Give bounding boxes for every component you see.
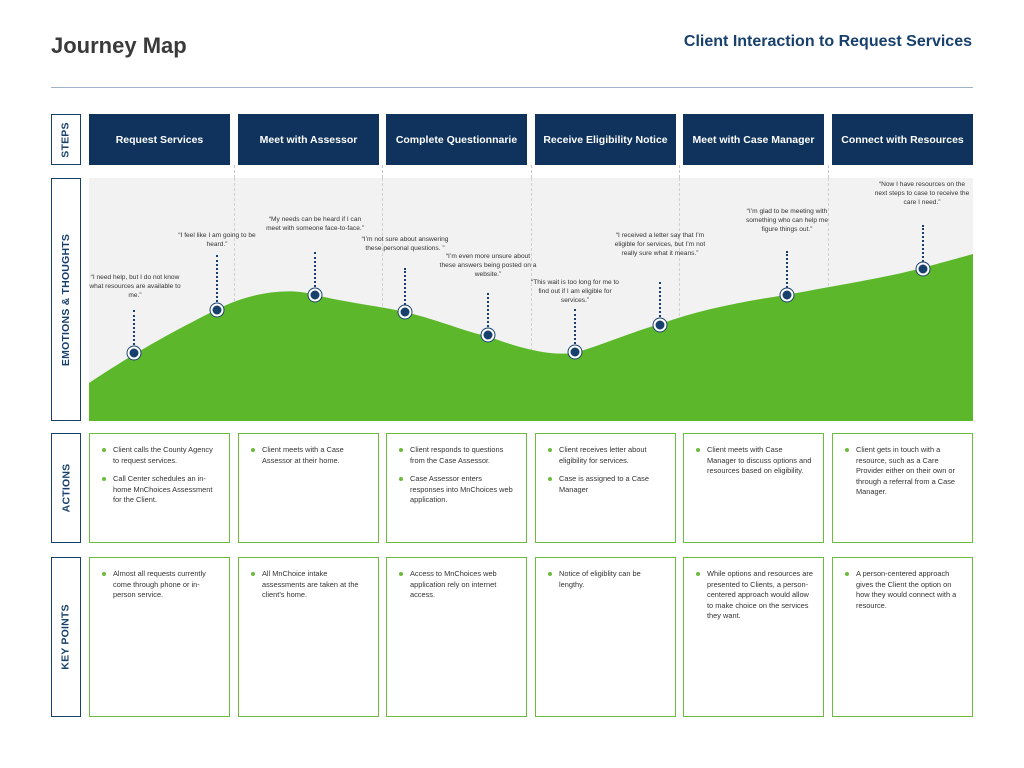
emotion-marker	[308, 288, 322, 302]
key-points-card-complete-questionnaire: Access to MnChoices web application rely…	[386, 557, 527, 717]
emotion-marker	[398, 305, 412, 319]
emotion-quote: “This wait is too long for me to find ou…	[531, 279, 619, 304]
key-points-card-receive-eligibility: Notice of eligiblity can be lengthy.	[535, 557, 676, 717]
emotion-quote: “I’m not sure about answering these pers…	[361, 236, 449, 252]
row-label-actions-text: ACTIONS	[60, 463, 72, 513]
actions-card-receive-eligibility: Client receives letter about eligibility…	[535, 433, 676, 543]
row-label-emotions-text: EMOTIONS & THOUGHTS	[60, 233, 73, 366]
column-divider	[382, 178, 383, 421]
emotion-marker	[127, 346, 141, 360]
actions-card-meet-assessor: Client meets with a Case Assessor at the…	[238, 433, 379, 543]
action-item: Client receives letter about eligibility…	[547, 445, 665, 466]
row-label-emotions: EMOTIONS & THOUGHTS	[51, 178, 81, 421]
key-point-item: All MnChoice intake assessments are take…	[250, 569, 368, 601]
emotion-quote: “I feel like I am going to be heard.”	[178, 232, 256, 248]
emotion-quote: “I’m glad to be meeting with something w…	[745, 208, 829, 233]
emotion-marker	[780, 288, 794, 302]
emotion-stem	[487, 293, 489, 335]
action-item: Client meets with Case Manager to discus…	[695, 445, 813, 477]
step-meet-assessor: Meet with Assessor	[238, 114, 379, 165]
row-label-actions: ACTIONS	[51, 433, 81, 543]
emotion-stem	[133, 310, 135, 353]
row-label-key-points: KEY POINTS	[51, 557, 81, 717]
column-divider	[828, 165, 829, 178]
page-title: Journey Map	[51, 33, 187, 58]
key-points-card-meet-assessor: All MnChoice intake assessments are take…	[238, 557, 379, 717]
emotion-quote: “I received a letter say that I’m eligib…	[614, 232, 706, 257]
actions-card-connect-resources: Client gets in touch with a resource, su…	[832, 433, 973, 543]
emotion-marker	[916, 262, 930, 276]
action-item: Client meets with a Case Assessor at the…	[250, 445, 368, 466]
emotion-quote: “I need help, but I do not know what res…	[89, 274, 181, 299]
key-point-item: A person-centered approach gives the Cli…	[844, 569, 962, 611]
column-divider	[234, 165, 235, 178]
emotion-stem	[216, 255, 218, 310]
step-complete-questionnaire: Complete Questionnarie	[386, 114, 527, 165]
step-connect-resources: Connect with Resources	[832, 114, 973, 165]
emotion-stem	[314, 252, 316, 295]
actions-card-complete-questionnaire: Client responds to questions from the Ca…	[386, 433, 527, 543]
action-item: Case Assessor enters responses into MnCh…	[398, 474, 516, 506]
step-meet-case-manager: Meet with Case Manager	[683, 114, 824, 165]
column-divider	[234, 178, 235, 421]
emotion-marker	[210, 303, 224, 317]
emotion-marker	[653, 318, 667, 332]
step-request-services: Request Services	[89, 114, 230, 165]
emotion-quote: “I’m even more unsure about these answer…	[439, 253, 537, 278]
key-point-item: While options and resources are presente…	[695, 569, 813, 622]
action-item: Client gets in touch with a resource, su…	[844, 445, 962, 498]
emotion-marker	[568, 345, 582, 359]
row-label-key-points-text: KEY POINTS	[60, 604, 72, 670]
emotion-stem	[574, 309, 576, 352]
action-item: Call Center schedules an in-home MnChoic…	[101, 474, 219, 506]
key-point-item: Access to MnChoices web application rely…	[398, 569, 516, 601]
action-item: Client calls the County Agency to reques…	[101, 445, 219, 466]
action-item: Case is assigned to a Case Manager	[547, 474, 665, 495]
action-item: Client responds to questions from the Ca…	[398, 445, 516, 466]
emotion-stem	[786, 251, 788, 295]
actions-card-meet-case-manager: Client meets with Case Manager to discus…	[683, 433, 824, 543]
emotion-marker	[481, 328, 495, 342]
column-divider	[531, 165, 532, 178]
step-receive-eligibility: Receive Eligibility Notice	[535, 114, 676, 165]
emotion-quote: “Now I have resources on the next steps …	[874, 181, 970, 206]
header-divider	[51, 87, 973, 88]
emotion-stem	[922, 225, 924, 269]
row-label-steps: STEPS	[51, 114, 81, 165]
column-divider	[679, 165, 680, 178]
actions-card-request-services: Client calls the County Agency to reques…	[89, 433, 230, 543]
emotion-quote: “My needs can be heard if I can meet wit…	[266, 216, 364, 232]
column-divider	[531, 178, 532, 421]
key-points-card-request-services: Almost all requests currently come throu…	[89, 557, 230, 717]
column-divider	[679, 178, 680, 421]
emotion-stem	[404, 268, 406, 312]
key-points-card-meet-case-manager: While options and resources are presente…	[683, 557, 824, 717]
key-point-item: Notice of eligiblity can be lengthy.	[547, 569, 665, 590]
column-divider	[382, 165, 383, 178]
key-points-card-connect-resources: A person-centered approach gives the Cli…	[832, 557, 973, 717]
emotion-stem	[659, 282, 661, 325]
page-subtitle: Client Interaction to Request Services	[683, 33, 972, 50]
row-label-steps-text: STEPS	[60, 121, 72, 158]
key-point-item: Almost all requests currently come throu…	[101, 569, 219, 601]
